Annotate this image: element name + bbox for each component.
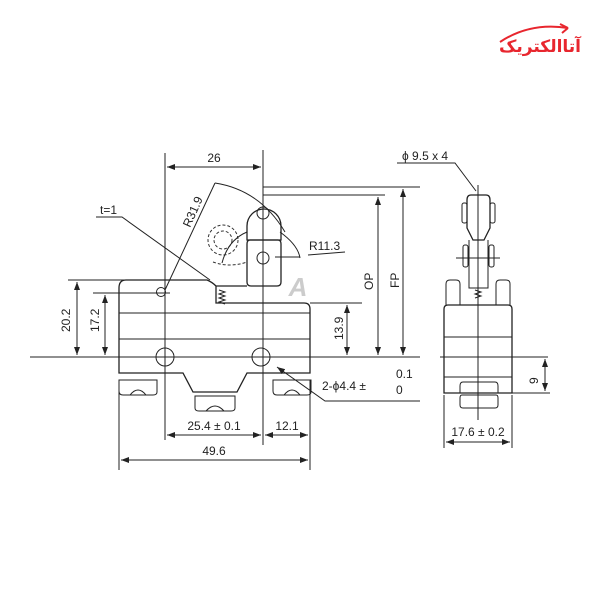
- roller-alt-position: [207, 224, 239, 256]
- label-roller-radius: R11.3: [309, 239, 340, 253]
- dim-terminal-height: 9: [527, 377, 541, 384]
- terminals: [118, 379, 312, 412]
- dim-total-height: 20.2: [59, 308, 73, 332]
- side-roller: [466, 194, 491, 241]
- hole-tol-lower: 0: [396, 383, 403, 397]
- dim-overall-width: 49.6: [202, 444, 226, 458]
- spring-icon: [217, 289, 227, 305]
- label-operating-position: OP: [362, 273, 376, 290]
- dim-lever-offset: 26: [207, 151, 221, 165]
- label-free-position: FP: [388, 273, 402, 288]
- side-terminal: [459, 381, 499, 409]
- front-view: 26 t=1 R31.9 R11.3 OP FP 13.9 20.2 17.2 …: [30, 150, 420, 470]
- brand-logo: آتاالکتریک: [499, 23, 582, 57]
- side-view: ϕ 9.5 x 4 9 17.6 ± 0.2: [397, 149, 550, 448]
- roller-spec: ϕ 9.5 x 4: [402, 149, 448, 163]
- roller-holder: [246, 239, 282, 287]
- roller: [246, 208, 282, 241]
- dim-body-height: 13.9: [332, 316, 346, 340]
- dim-side-width: 17.6 ± 0.2: [451, 425, 505, 439]
- brand-logo-text: آتاالکتریک: [499, 35, 582, 57]
- lever-pivot: [156, 287, 166, 297]
- hole-spec: 2-ϕ4.4 ±: [322, 379, 366, 393]
- hole-tol-upper: 0.1: [396, 367, 413, 381]
- watermark-logo: A: [288, 272, 308, 302]
- switch-body: [118, 279, 311, 393]
- dim-pivot-height: 17.2: [88, 308, 102, 332]
- dim-hole-edge: 12.1: [275, 419, 299, 433]
- label-thickness: t=1: [100, 203, 117, 217]
- dim-hole-spacing: 25.4 ± 0.1: [187, 419, 241, 433]
